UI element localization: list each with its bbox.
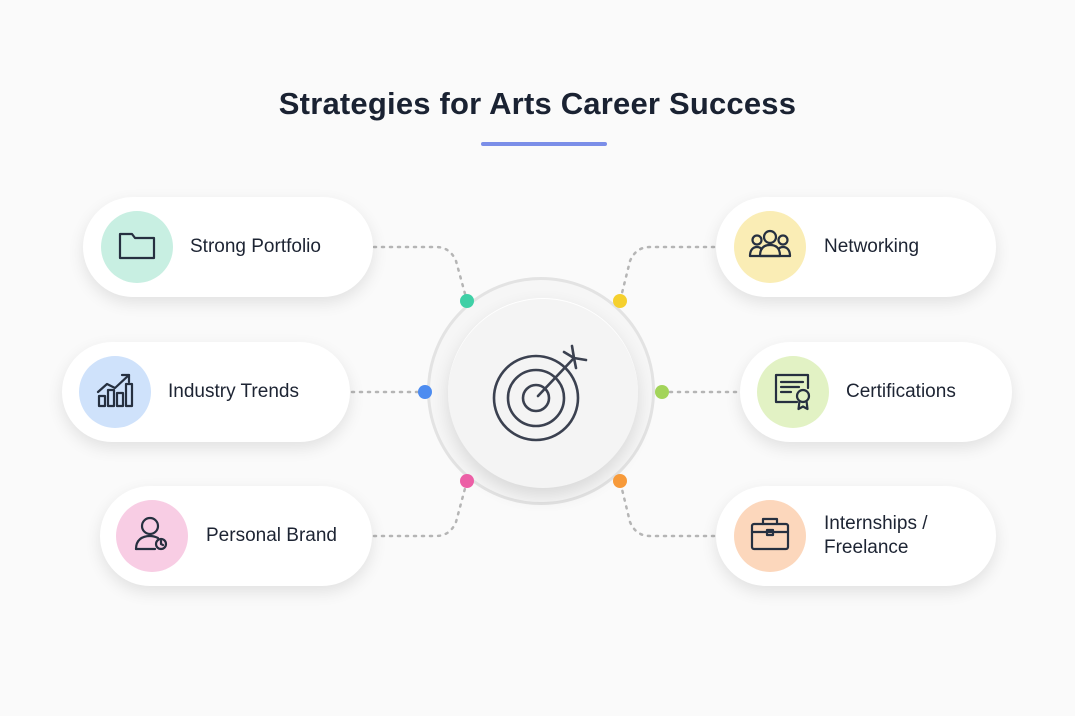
- connector-strong-portfolio: [372, 245, 469, 303]
- dot-certifications: [655, 385, 669, 399]
- dot-networking: [613, 294, 627, 308]
- dot-industry-trends: [418, 385, 432, 399]
- briefcase-icon: [748, 513, 792, 560]
- label-line-freelance: Freelance: [824, 537, 909, 558]
- certificate-icon: [771, 368, 815, 417]
- dot-personal-brand: [460, 474, 474, 488]
- label-networking: Networking: [824, 236, 920, 257]
- card-industry-trends: Industry Trends: [62, 342, 350, 442]
- card-networking: Networking: [716, 197, 996, 297]
- connector-internships-freelance: [618, 479, 716, 538]
- title-underline: [481, 142, 607, 146]
- hub-circle: [448, 298, 638, 488]
- connector-personal-brand: [372, 479, 469, 538]
- icon-circle-internships-freelance: [734, 500, 806, 572]
- icon-circle-certifications: [757, 356, 829, 428]
- page-title: Strategies for Arts Career Success: [278, 86, 797, 121]
- label-internships-freelance: Internships / Freelance: [824, 512, 928, 560]
- card-certifications: Certifications: [740, 342, 1012, 442]
- icon-circle-strong-portfolio: [101, 211, 173, 283]
- dot-strong-portfolio: [460, 294, 474, 308]
- dot-internships-freelance: [613, 474, 627, 488]
- user-badge-icon: [131, 513, 173, 560]
- card-personal-brand: Personal Brand: [100, 486, 372, 586]
- connector-networking: [618, 245, 716, 303]
- label-personal-brand: Personal Brand: [206, 525, 337, 546]
- card-strong-portfolio: Strong Portfolio: [83, 197, 373, 297]
- label-certifications: Certifications: [846, 381, 956, 402]
- people-group-icon: [747, 224, 793, 271]
- label-line-internships: Internships /: [824, 513, 928, 534]
- target-arrow-icon: [488, 336, 598, 451]
- icon-circle-personal-brand: [116, 500, 188, 572]
- icon-circle-industry-trends: [79, 356, 151, 428]
- label-strong-portfolio: Strong Portfolio: [190, 236, 321, 257]
- chart-trend-icon: [93, 368, 137, 417]
- card-internships-freelance: Internships / Freelance: [716, 486, 996, 586]
- folder-icon: [116, 224, 158, 271]
- label-industry-trends: Industry Trends: [168, 381, 299, 402]
- icon-circle-networking: [734, 211, 806, 283]
